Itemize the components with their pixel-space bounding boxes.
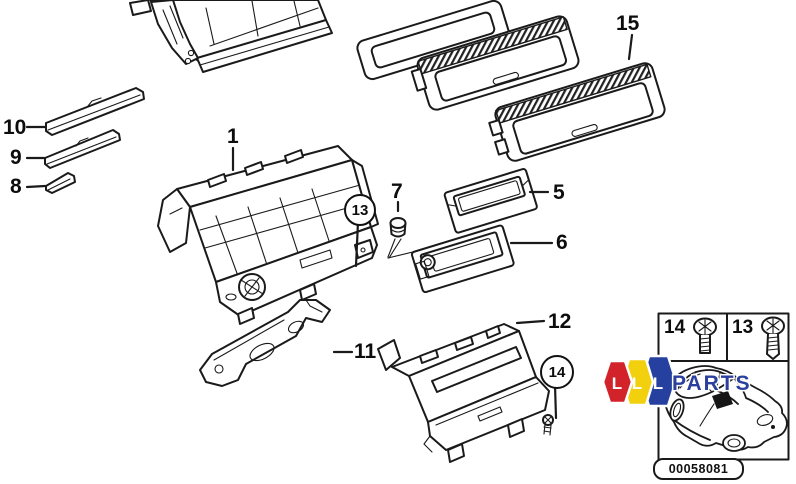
- screw-long-icon: [761, 316, 785, 360]
- screw-short-icon: [693, 317, 717, 354]
- callout-label-10: 10: [3, 116, 27, 139]
- logo-wordmark: PARTS: [672, 372, 752, 395]
- trim-strip-10-drawing: [45, 87, 145, 136]
- lll-parts-logo: L L L PARTS: [601, 354, 752, 408]
- callout-label-1: 1: [227, 125, 239, 148]
- callout-label-7: 7: [391, 180, 403, 203]
- callout-label-5: 5: [553, 181, 565, 204]
- ashtray-part-6-drawing: [410, 224, 515, 294]
- storing-partition-part-1-drawing: [157, 145, 379, 325]
- inset-fastener-ref-14: 14: [664, 317, 686, 338]
- carrier-frame-drawing: [129, 0, 333, 73]
- circled-callout-13: 13: [344, 194, 376, 226]
- car-part-location-icon: [662, 365, 788, 452]
- bezel-door-drawing: [410, 15, 580, 111]
- callout-label-11: 11: [354, 340, 377, 363]
- plate-number-outline: [653, 458, 744, 480]
- callout-label-6: 6: [556, 231, 568, 254]
- drawer-front-part-15-drawing: [488, 62, 666, 162]
- logo-letter-1: L: [612, 374, 622, 393]
- callout-leader-lines: [25, 33, 634, 420]
- logo-badge-red: [601, 359, 634, 405]
- lower-console-part-12-drawing: [377, 323, 554, 463]
- callout-label-12: 12: [548, 310, 572, 333]
- logo-letter-2: L: [632, 374, 642, 393]
- circled-callout-14: 14: [540, 355, 574, 389]
- callout-label-9: 9: [10, 146, 22, 169]
- trim-strip-8-drawing: [45, 172, 76, 194]
- fastener-inset-box: [657, 312, 790, 461]
- tray-part-5-drawing: [443, 168, 538, 234]
- inset-fastener-ref-13: 13: [732, 317, 754, 338]
- bracket-part-11-drawing: [199, 299, 331, 387]
- plate-number: 00058081: [668, 462, 729, 476]
- trim-strip-9-drawing: [44, 129, 121, 169]
- callout-label-8: 8: [10, 175, 22, 198]
- callout-label-15: 15: [616, 12, 640, 35]
- logo-letter-3: L: [653, 374, 663, 393]
